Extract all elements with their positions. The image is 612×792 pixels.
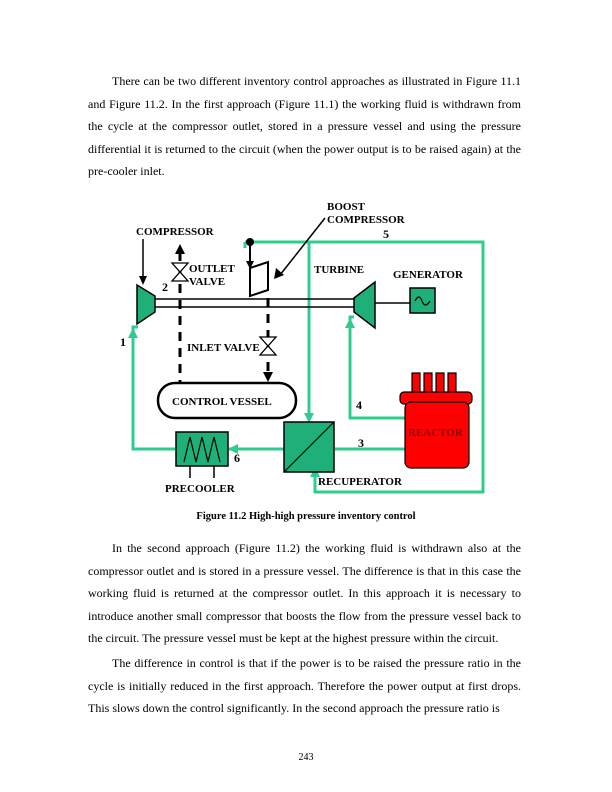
- outlet-valve-bottom: [170, 271, 190, 282]
- arrow-recuperator-in: [304, 413, 314, 423]
- boost-compressor-shape: [249, 260, 269, 298]
- state-point-5: 5: [383, 227, 389, 241]
- generator-shape: [409, 287, 436, 314]
- flow-line-reactor-return: [245, 240, 485, 494]
- page-number: 243: [298, 752, 314, 763]
- generator-label: GENERATOR: [393, 269, 464, 281]
- inlet-valve-top: [258, 336, 278, 347]
- boost-junction-dot: [246, 238, 254, 246]
- state-point-4: 4: [356, 398, 362, 412]
- flow-line-precooler-to-compressor: [131, 325, 175, 451]
- compressor-shape: [136, 283, 156, 326]
- outlet-valve-top: [170, 262, 190, 273]
- figure-caption: Figure 11.2 High-high pressure inventory…: [196, 511, 416, 522]
- reactor-vessel: [404, 401, 470, 469]
- inlet-valve-label: INLET VALVE: [187, 342, 260, 354]
- inlet-line-arrowhead: [263, 372, 273, 382]
- compressor-label: COMPRESSOR: [136, 226, 215, 238]
- boost-label-line2: COMPRESSOR: [327, 214, 406, 226]
- recuperator-diagonal: [283, 421, 335, 473]
- generator-sine-icon: [414, 296, 431, 306]
- recuperator-label: RECUPERATOR: [318, 476, 403, 488]
- state-point-6: 6: [234, 451, 240, 465]
- turbine-label: TURBINE: [314, 264, 364, 276]
- control-vessel-label: CONTROL VESSEL: [172, 396, 272, 408]
- compressor-pointer-arrowhead: [139, 276, 147, 285]
- reactor-label: REACTOR: [408, 427, 464, 439]
- boost-compressor-pointer: [279, 217, 326, 276]
- inlet-valve-bottom: [258, 345, 278, 356]
- state-point-3: 3: [358, 436, 364, 450]
- precooler-label: PRECOOLER: [165, 483, 236, 495]
- state-point-1: 1: [120, 335, 126, 349]
- outlet-valve-label-line1: OUTLET: [189, 263, 236, 275]
- flow-line-reactor-to-turbine: [348, 315, 412, 420]
- arrow-precooler-in: [228, 444, 238, 454]
- outlet-line-arrowhead: [175, 244, 185, 254]
- arrow-turbine-in: [345, 318, 355, 328]
- paragraph-1: There can be two different inventory con…: [88, 74, 521, 178]
- paragraph-2: In the second approach (Figure 11.2) the…: [88, 541, 521, 645]
- boost-pointer-arrowhead: [274, 268, 284, 279]
- boost-inlet-arrowhead: [246, 261, 254, 269]
- paragraph-3: The difference in control is that if the…: [88, 656, 521, 715]
- precooler-coil-icon: [183, 436, 221, 463]
- turbine-shape: [353, 280, 376, 330]
- boost-label-line1: BOOST: [327, 201, 366, 213]
- state-point-2: 2: [162, 280, 168, 294]
- arrow-compressor-in: [128, 328, 138, 338]
- outlet-valve-label-line2: VALVE: [189, 276, 225, 288]
- control-vessel-shape: [156, 381, 298, 420]
